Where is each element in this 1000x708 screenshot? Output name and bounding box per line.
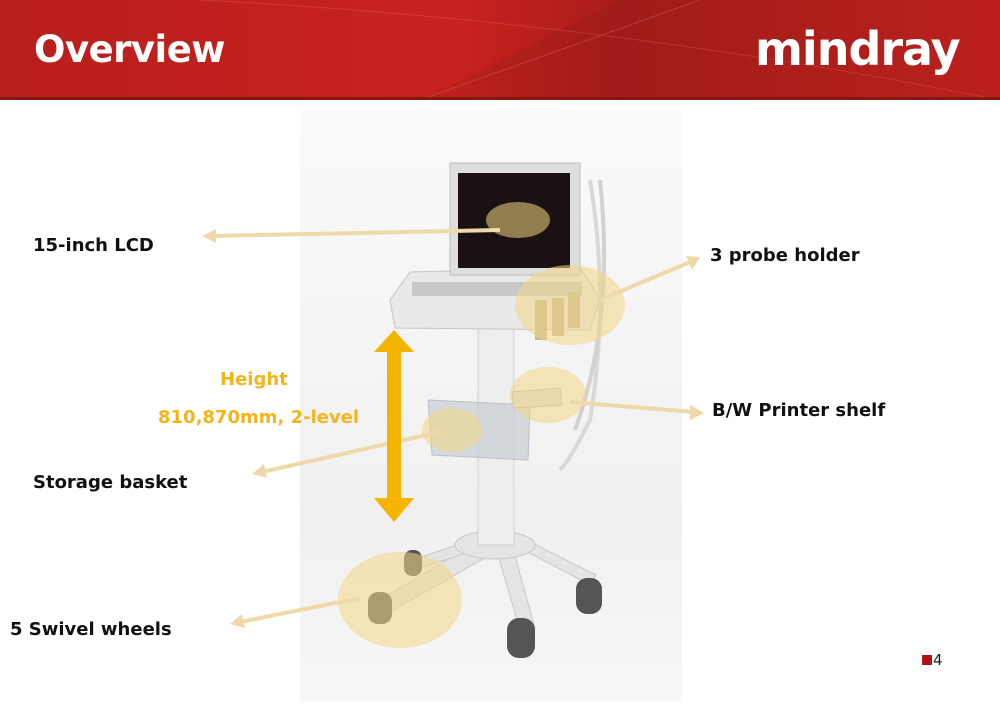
slide-title: Overview [34,28,226,71]
page-marker-icon [922,655,932,665]
callout-arrows [202,228,704,628]
label-storage-basket: Storage basket [33,472,188,493]
slide-header: Overview mindray [0,0,1000,100]
label-height-value: 810,870mm, 2-level [158,407,360,428]
highlight-ellipses [338,202,625,648]
page-number: 4 [922,651,943,669]
label-wheels: 5 Swivel wheels [10,619,172,640]
header-decoration [199,0,1000,100]
height-double-arrow [374,330,414,522]
label-probe-holder: 3 probe holder [710,245,860,266]
mindray-logo: mindray [755,22,961,76]
label-printer-shelf: B/W Printer shelf [712,400,886,421]
label-lcd: 15-inch LCD [33,235,154,256]
label-height-title: Height [220,369,288,390]
